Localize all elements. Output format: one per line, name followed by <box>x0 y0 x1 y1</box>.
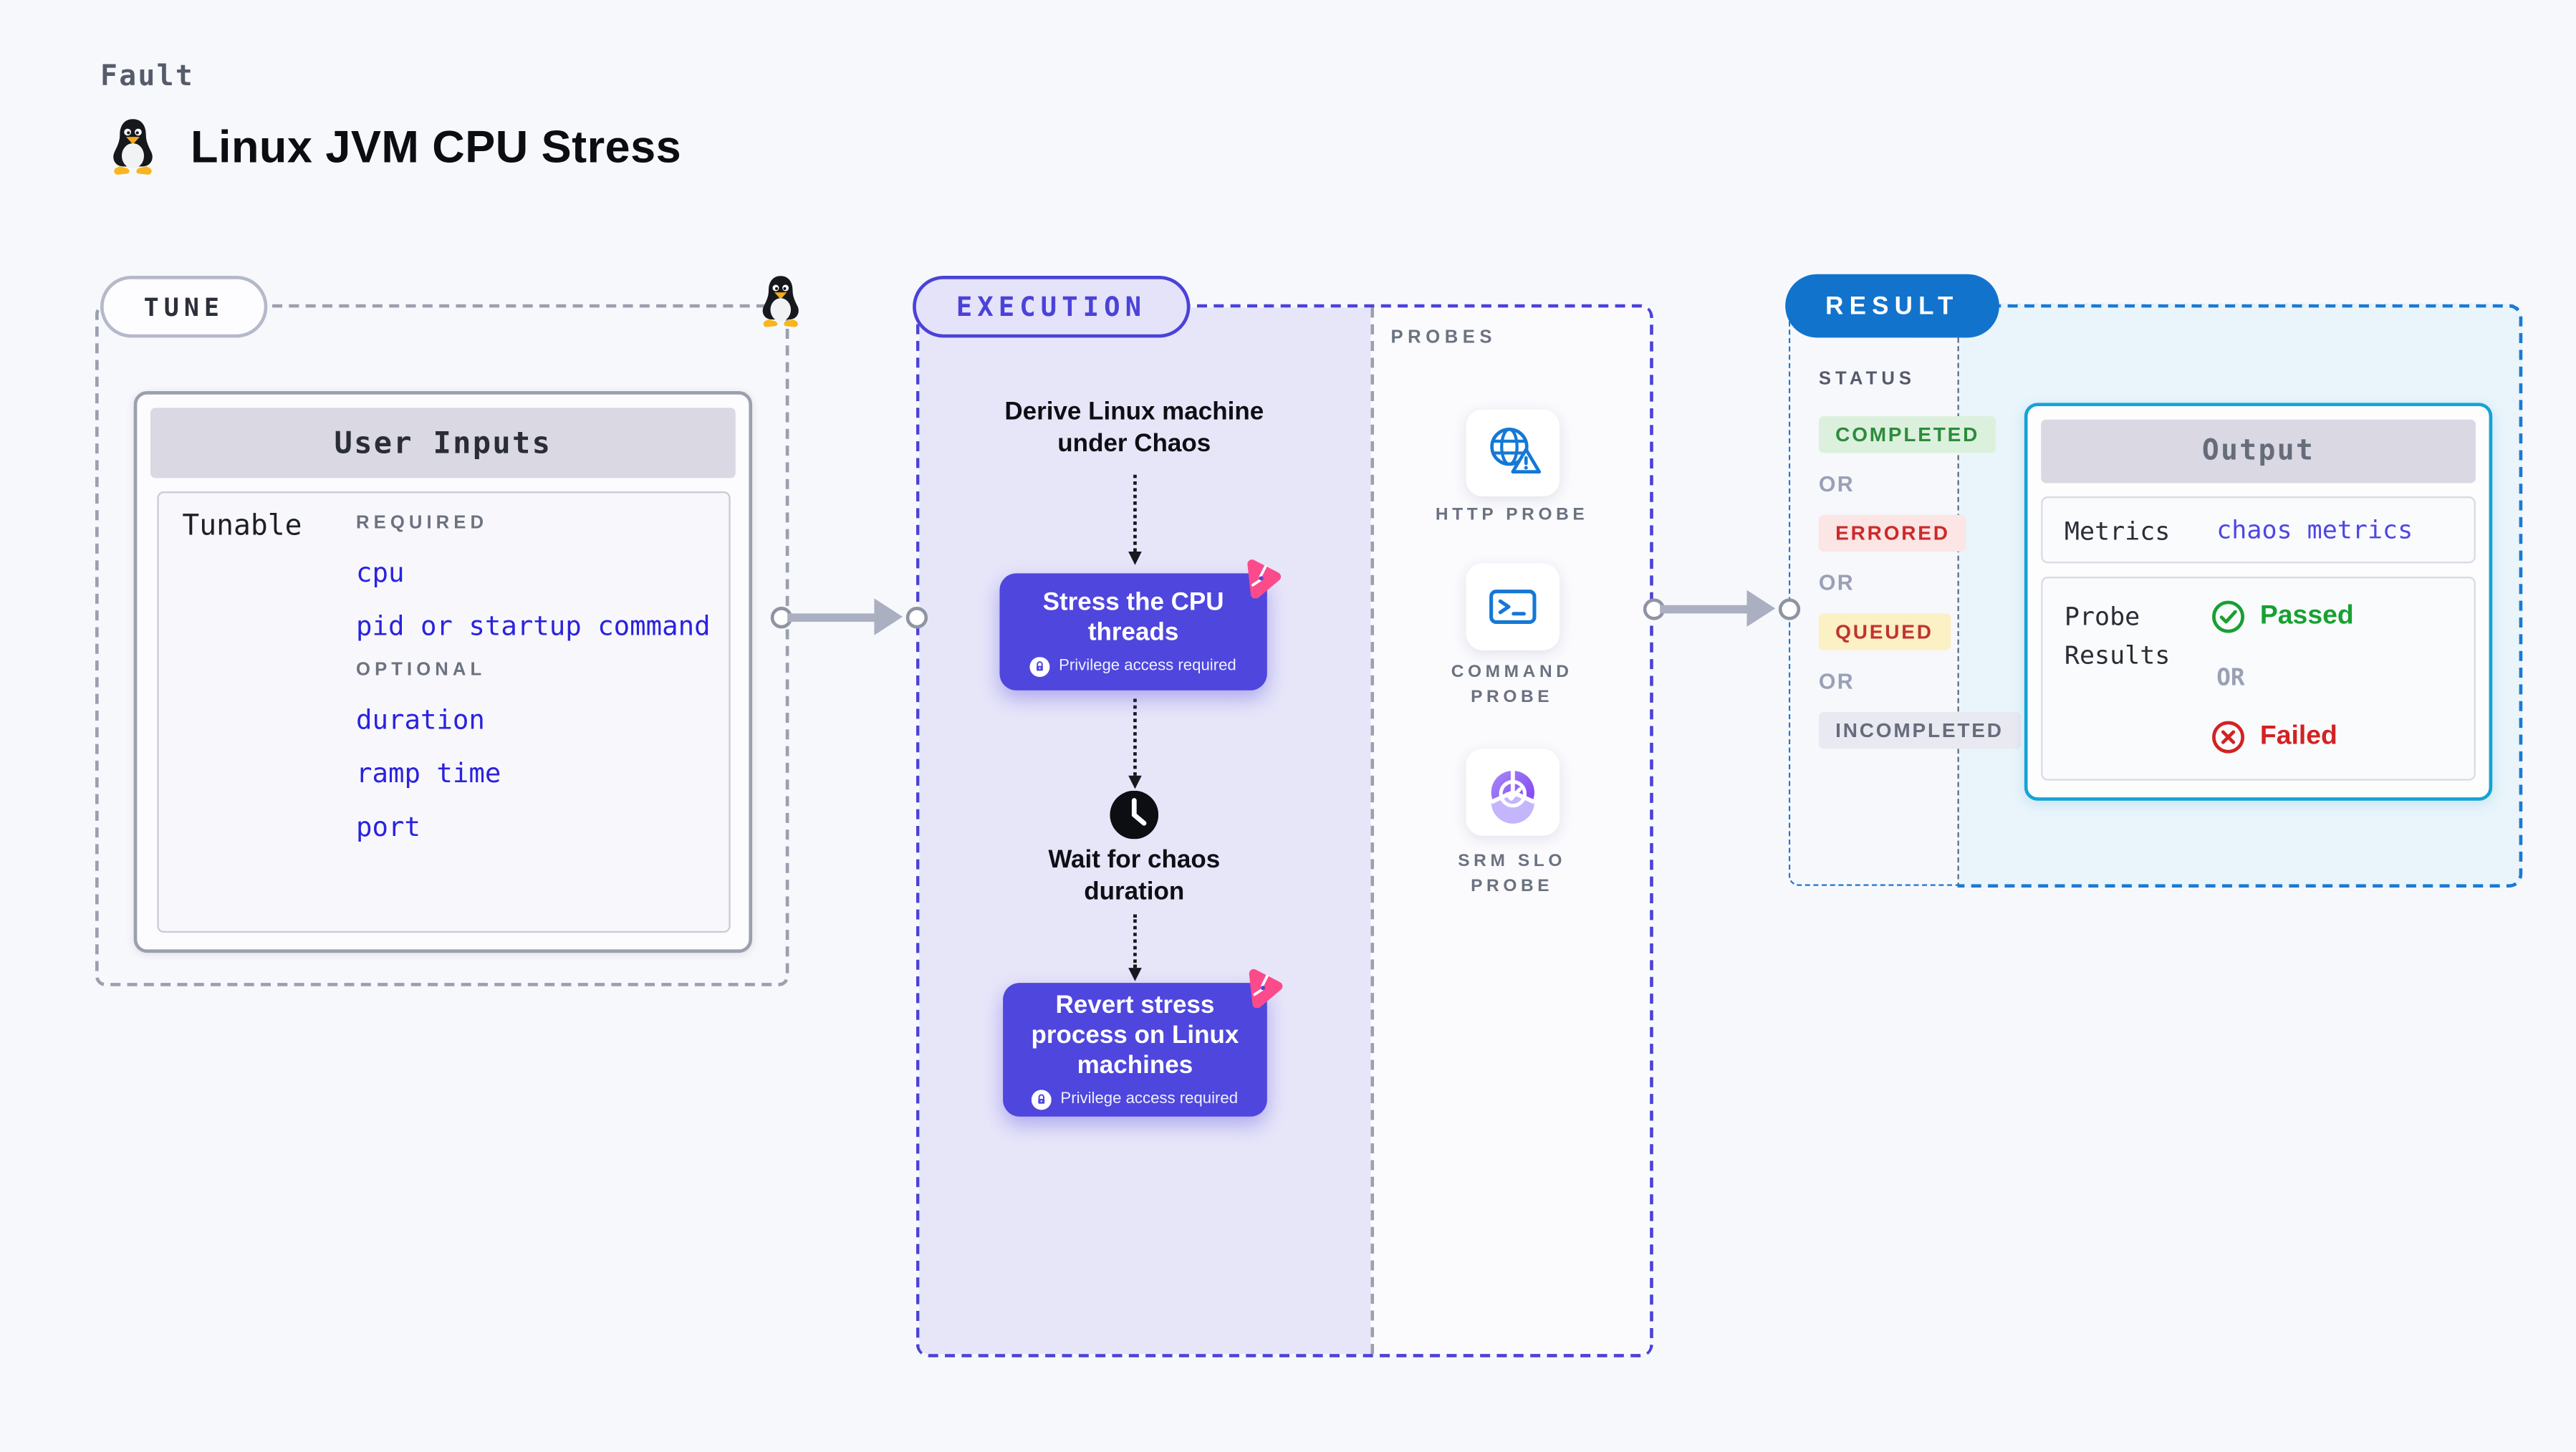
connector-end-dot <box>905 605 927 628</box>
user-inputs-card: User Inputs Tunable REQUIRED cpu pid or … <box>133 391 753 953</box>
required-label: REQUIRED <box>356 513 489 534</box>
status-label: STATUS <box>1818 369 1916 390</box>
user-inputs-header: User Inputs <box>150 408 736 479</box>
http-probe-card <box>1465 409 1559 497</box>
revert-stress-label: Revert stress process on Linux machines <box>1031 990 1239 1080</box>
probes-label: PROBES <box>1390 327 1497 348</box>
connector-end-dot <box>1777 597 1800 620</box>
title-row: Linux JVM CPU Stress <box>102 114 681 181</box>
input-port: port <box>356 810 420 843</box>
failed-row: Failed <box>2210 718 2337 755</box>
linux-tux-icon <box>102 114 163 181</box>
chaos-logo-icon <box>1244 968 1284 1008</box>
probe-results-label: Probe Results <box>2064 602 2171 670</box>
or-label: OR <box>1818 471 1855 497</box>
globe-alert-icon <box>1479 420 1545 486</box>
lock-icon <box>1030 656 1050 676</box>
privilege-label: Privilege access required <box>1059 657 1236 675</box>
output-panel: Output Metrics chaos metrics Probe Resul… <box>2024 403 2493 801</box>
passed-label: Passed <box>2259 602 2354 630</box>
result-section: RESULT STATUS COMPLETED OR ERRORED OR QU… <box>1785 274 2522 887</box>
status-badge-completed: COMPLETED <box>1818 416 1996 453</box>
command-probe-card <box>1465 563 1559 650</box>
tunable-label: Tunable <box>182 509 302 544</box>
status-badge-queued: QUEUED <box>1818 613 1951 650</box>
input-duration: duration <box>356 703 485 736</box>
privilege-row: Privilege access required <box>1030 656 1236 676</box>
metrics-row: Metrics chaos metrics <box>2041 496 2476 564</box>
stress-cpu-node: Stress the CPU threads Privilege access … <box>999 573 1267 691</box>
srm-slo-probe-label: SRM SLO PROBE <box>1458 850 1567 897</box>
wait-step-label: Wait for chaos duration <box>1048 845 1221 906</box>
tunable-inputs-list: REQUIRED cpu pid or startup command OPTI… <box>356 503 711 860</box>
privilege-label: Privilege access required <box>1060 1090 1239 1109</box>
input-pid-or-startup-command: pid or startup command <box>356 610 711 643</box>
clock-icon <box>1110 791 1158 840</box>
privilege-row: Privilege access required <box>1032 1089 1238 1109</box>
result-badge: RESULT <box>1785 274 1999 338</box>
fault-kicker: Fault <box>100 60 195 94</box>
flow-arrow-down-icon <box>1128 698 1142 789</box>
x-circle-icon <box>2210 718 2246 755</box>
or-label: OR <box>1818 569 1855 595</box>
tune-badge: TUNE <box>100 276 268 338</box>
metrics-value: chaos metrics <box>2216 514 2413 545</box>
optional-label: OPTIONAL <box>356 660 486 681</box>
tune-section: TUNE User Inputs Tunable REQUIRED cpu pi… <box>95 276 789 986</box>
probes-panel: PROBES HTTP PROBE COMMAND PROBE SRM SLO … <box>1370 307 1650 1355</box>
probe-results-row: Probe Results Passed OR Failed <box>2041 577 2476 781</box>
srm-slo-probe-card <box>1465 749 1559 836</box>
revert-stress-node: Revert stress process on Linux machines … <box>1003 983 1267 1117</box>
slo-pie-icon <box>1479 759 1545 825</box>
arrow-right-icon <box>1746 590 1776 628</box>
status-badge-errored: ERRORED <box>1818 514 1967 552</box>
user-inputs-body: Tunable REQUIRED cpu pid or startup comm… <box>157 491 731 933</box>
passed-row: Passed <box>2210 598 2354 635</box>
page-title: Linux JVM CPU Stress <box>191 121 682 172</box>
status-column: STATUS COMPLETED OR ERRORED OR QUEUED OR… <box>1818 369 2021 749</box>
check-circle-icon <box>2210 598 2246 635</box>
flow-arrow-down-icon <box>1128 474 1142 565</box>
status-badge-incompleted: INCOMPLETED <box>1818 712 2021 749</box>
flow-arrow-down-icon <box>1128 914 1142 981</box>
or-label: OR <box>1818 668 1855 694</box>
arrow-right-icon <box>874 598 903 635</box>
or-label: OR <box>2216 665 2245 693</box>
linux-tux-corner-icon <box>752 271 809 332</box>
http-probe-label: HTTP PROBE <box>1435 504 1589 525</box>
input-cpu: cpu <box>356 557 405 589</box>
command-probe-label: COMMAND PROBE <box>1451 662 1573 708</box>
chaos-logo-icon <box>1242 558 1282 598</box>
input-ramp-time: ramp time <box>356 757 501 789</box>
output-header: Output <box>2041 419 2476 484</box>
execution-section: PROBES HTTP PROBE COMMAND PROBE SRM SLO … <box>913 276 1653 1357</box>
execution-badge: EXECUTION <box>913 276 1190 338</box>
stress-cpu-label: Stress the CPU threads <box>1042 587 1224 646</box>
lock-icon <box>1032 1089 1052 1109</box>
metrics-label: Metrics <box>2064 516 2171 547</box>
derive-step-label: Derive Linux machine under Chaos <box>1004 398 1264 458</box>
terminal-icon <box>1479 573 1545 640</box>
failed-label: Failed <box>2259 722 2337 751</box>
